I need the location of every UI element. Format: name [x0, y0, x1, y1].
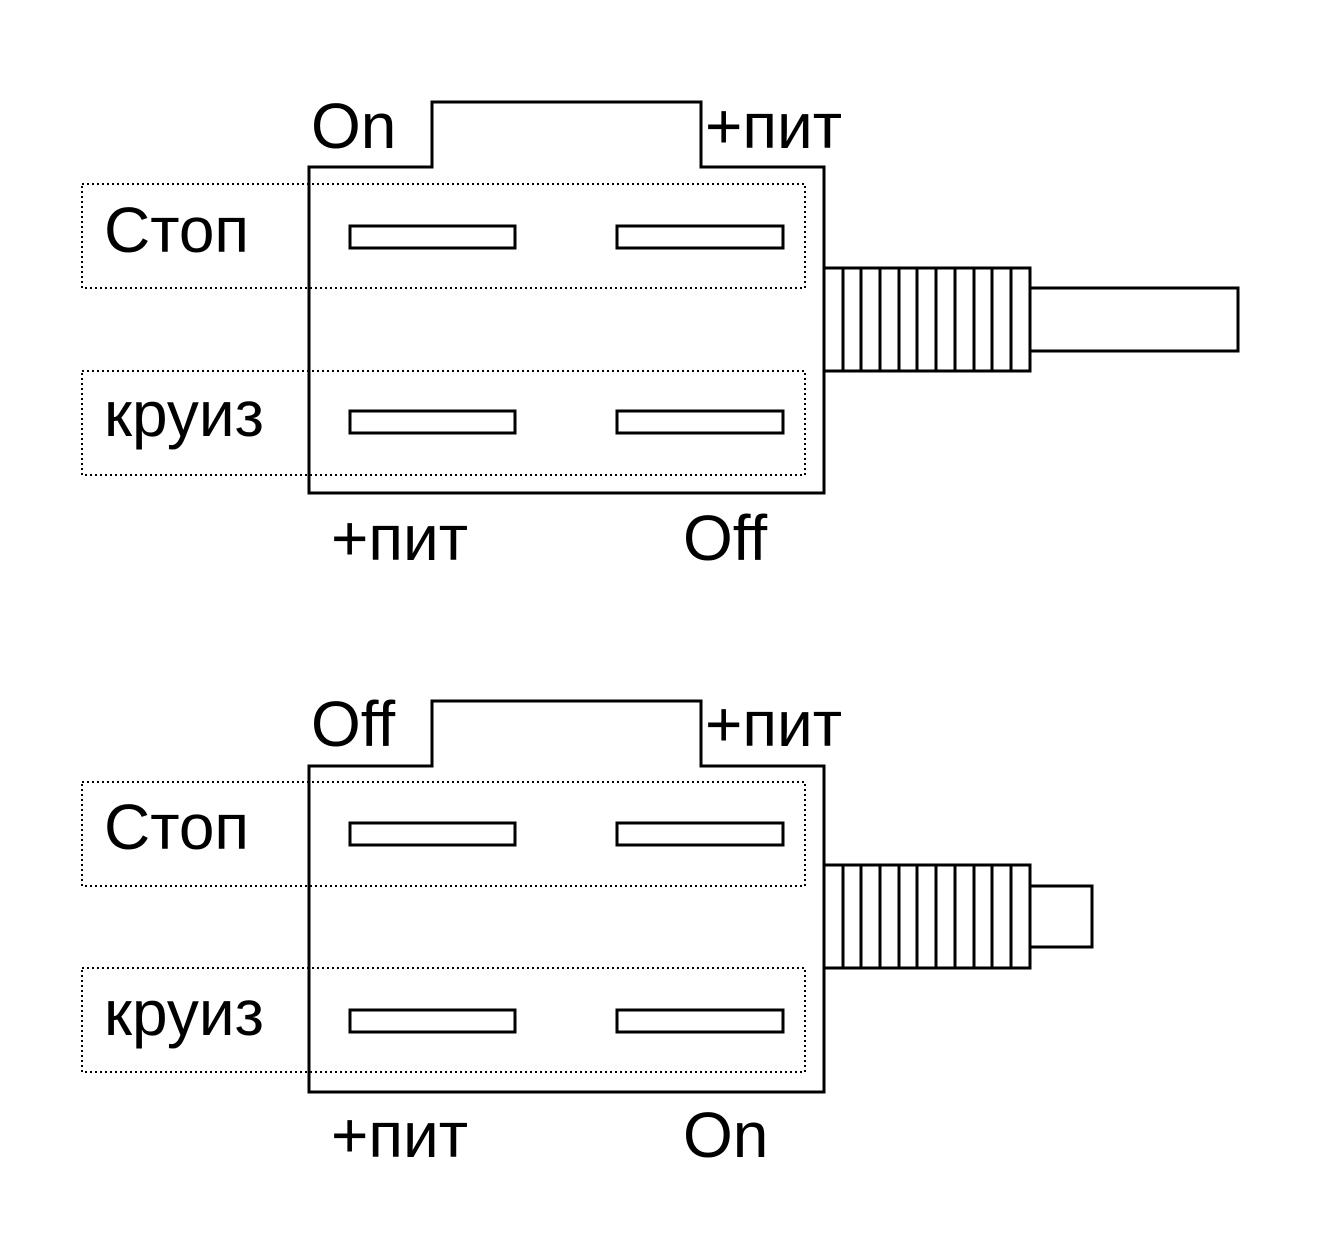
- row-label-stop: Стоп: [104, 194, 249, 266]
- cruise-terminal-left: [348, 1008, 517, 1034]
- cruise-group-box: [81, 370, 806, 476]
- label-bottom-left: +пит: [331, 502, 468, 574]
- stop-terminal-right: [615, 821, 785, 847]
- cruise-terminal-left: [348, 409, 517, 435]
- switch-body-outline: [307, 100, 826, 495]
- threaded-sleeve: [822, 266, 1032, 373]
- stop-terminal-right: [615, 224, 785, 250]
- stop-terminal-left: [348, 821, 517, 847]
- label-top-right: +пит: [705, 688, 842, 760]
- plunger-pressed: [1028, 884, 1094, 949]
- label-bottom-left: +пит: [331, 1099, 468, 1171]
- stop-group-box: [81, 183, 806, 289]
- plunger-extended: [1028, 286, 1240, 353]
- row-label-cruise: круиз: [104, 378, 264, 450]
- label-bottom-right: On: [683, 1099, 768, 1171]
- switch-body-outline: [307, 699, 826, 1094]
- row-label-stop: Стоп: [104, 791, 249, 863]
- label-top-right: +пит: [705, 90, 842, 162]
- switch-diagram-bottom: Off +пит Стоп круиз +пит On: [81, 688, 1094, 1171]
- threaded-sleeve: [822, 863, 1032, 970]
- cruise-terminal-right: [615, 1008, 785, 1034]
- label-top-left: On: [311, 90, 396, 162]
- stop-group-box: [81, 781, 806, 887]
- label-bottom-right: Off: [683, 502, 767, 574]
- cruise-terminal-right: [615, 409, 785, 435]
- stop-terminal-left: [348, 224, 517, 250]
- label-top-left: Off: [311, 688, 395, 760]
- switch-diagram-top: On +пит Стоп круиз +пит Off: [81, 90, 1240, 574]
- row-label-cruise: круиз: [104, 977, 264, 1049]
- cruise-group-box: [81, 967, 806, 1073]
